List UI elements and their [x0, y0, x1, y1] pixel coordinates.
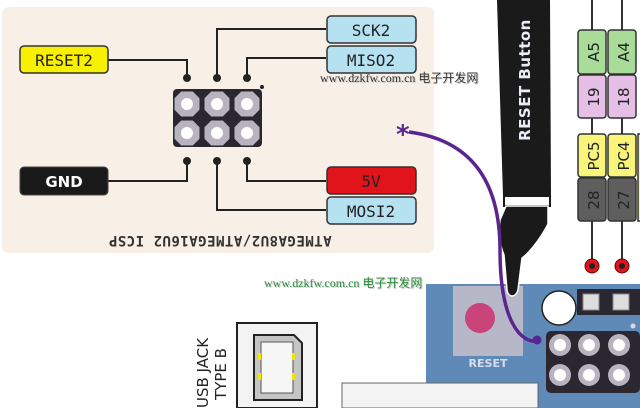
watermark-url: www.dzkfw.com.cn: [264, 276, 360, 290]
icsp-title: ATMEGA8U2/ATMEGA16U2 ICSP: [108, 232, 331, 248]
sck2-label: SCK2: [326, 15, 417, 44]
board-reset-text: RESET: [469, 357, 508, 370]
pin-digital-19: 19: [585, 87, 603, 106]
reset-button[interactable]: [465, 303, 495, 333]
miso2-text: MISO2: [347, 51, 395, 70]
pin-column-2: A4 18 PC4 27: [607, 29, 640, 222]
usb-jack: [236, 322, 318, 408]
usb-label-line2: TYPE B: [212, 348, 230, 401]
gnd-text: GND: [45, 173, 82, 191]
mosi2-label: MOSI2: [326, 196, 417, 225]
watermark-site: 电子开发网: [362, 276, 423, 290]
reset2-text: RESET2: [35, 51, 93, 70]
gnd-label: GND: [19, 166, 109, 196]
reset-button-caption: RESET Button: [516, 19, 534, 141]
pin-terminals: [584, 258, 630, 274]
watermark-2: www.dzkfw.com.cn 电子开发网: [264, 274, 422, 291]
pin-digital-18: 18: [615, 87, 633, 106]
pin-chip-28: 28: [585, 190, 603, 209]
wire-dots: [183, 74, 264, 165]
pin-port-pc5: PC5: [585, 141, 603, 170]
pin-chip-27: 27: [615, 190, 633, 209]
pointer-end-dot: [532, 335, 542, 345]
mounting-hole: [541, 290, 577, 326]
reset2-label: RESET2: [19, 45, 109, 74]
icsp-header: [173, 89, 262, 147]
asterisk-icon: *: [396, 120, 410, 150]
sck2-text: SCK2: [352, 21, 391, 40]
watermark-url: www.dzkfw.com.cn: [320, 71, 416, 85]
pointing-hand: [497, 0, 551, 297]
pin-analog-a5: A5: [585, 42, 603, 62]
watermark-1: www.dzkfw.com.cn 电子开发网: [320, 69, 478, 86]
usb-jack-body: [341, 382, 539, 408]
mosi2-text: MOSI2: [347, 202, 395, 221]
vcc-label: 5V: [326, 166, 417, 195]
icsp-wires: [108, 28, 326, 211]
pointer-line: [408, 130, 541, 344]
pin-port-pc4: PC4: [615, 141, 633, 170]
pin-analog-a4: A4: [615, 42, 633, 62]
watermark-site: 电子开发网: [418, 71, 479, 85]
pin-column-1: A5 19 PC5 28: [577, 29, 607, 222]
miso2-label: MISO2: [326, 45, 417, 74]
arduino-board: RESET: [341, 284, 640, 408]
vcc-text: 5V: [361, 172, 381, 191]
usb-label-line1: USB JACK: [194, 337, 212, 408]
